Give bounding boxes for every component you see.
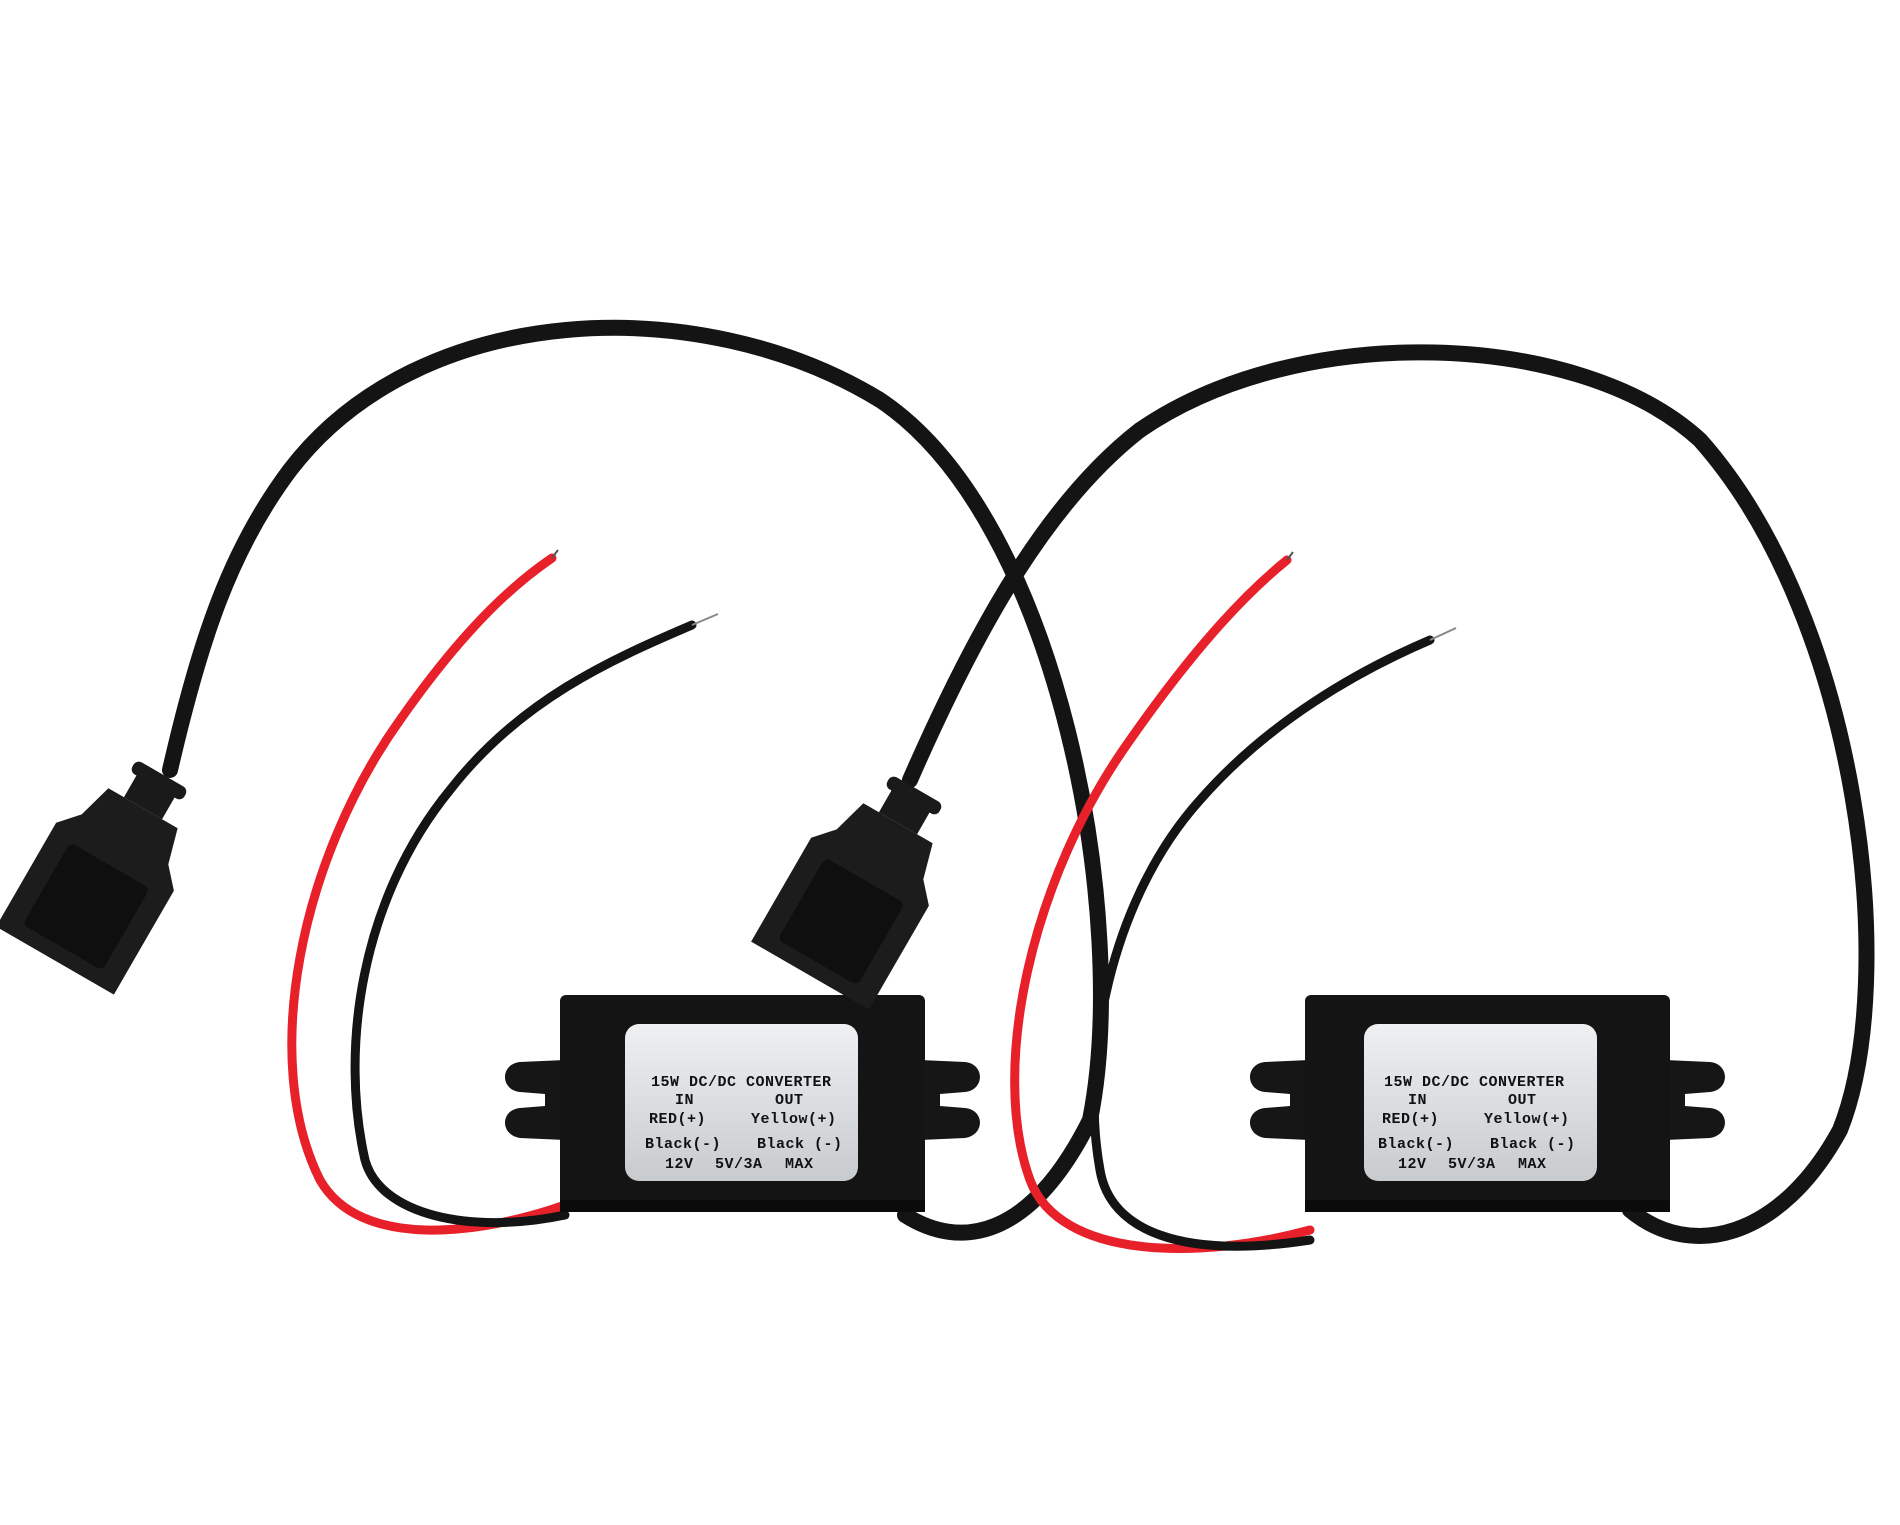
label-in-negative: Black(-) — [645, 1136, 722, 1153]
usb-cable-1 — [162, 319, 1109, 1241]
label-in-positive: RED(+) — [1382, 1111, 1440, 1128]
label-in-voltage: 12V — [1398, 1156, 1427, 1173]
mounting-tab-right-1 — [920, 1060, 980, 1140]
label-out-negative: Black (-) — [1490, 1136, 1576, 1153]
mounting-tab-right-2 — [1665, 1060, 1725, 1140]
usb-connector-2 — [751, 776, 942, 1010]
label-out-rating: 5V/3A — [715, 1156, 763, 1173]
label-out-negative: Black (-) — [757, 1136, 843, 1153]
black-wire-1 — [350, 620, 697, 1228]
black-wire-2 — [1089, 635, 1435, 1251]
converter-1-cables — [162, 319, 1109, 1241]
label-title: 15W DC/DC CONVERTER — [651, 1074, 832, 1091]
red-wire-2 — [1010, 555, 1315, 1253]
label-in-header: IN — [675, 1092, 695, 1109]
label-out-positive: Yellow(+) — [751, 1111, 837, 1128]
converter-1-label: 15W DC/DC CONVERTER IN OUT RED(+) Yellow… — [625, 1024, 858, 1181]
usb-connector-1 — [0, 761, 187, 995]
mounting-tab-left-1 — [505, 1060, 565, 1140]
label-in-header: IN — [1408, 1092, 1428, 1109]
usb-cable-2 — [902, 344, 1875, 1244]
label-in-negative: Black(-) — [1378, 1136, 1455, 1153]
label-title: 15W DC/DC CONVERTER — [1384, 1074, 1565, 1091]
label-in-positive: RED(+) — [649, 1111, 707, 1128]
label-out-header: OUT — [1508, 1092, 1537, 1109]
label-max: MAX — [785, 1156, 814, 1173]
red-wire-1 — [287, 553, 570, 1235]
mounting-tab-left-2 — [1250, 1060, 1310, 1140]
label-out-rating: 5V/3A — [1448, 1156, 1496, 1173]
converter-2-cables — [902, 344, 1875, 1253]
label-in-voltage: 12V — [665, 1156, 694, 1173]
label-out-header: OUT — [775, 1092, 804, 1109]
label-out-positive: Yellow(+) — [1484, 1111, 1570, 1128]
converter-2-label: 15W DC/DC CONVERTER IN OUT RED(+) Yellow… — [1364, 1024, 1597, 1181]
label-max: MAX — [1518, 1156, 1547, 1173]
